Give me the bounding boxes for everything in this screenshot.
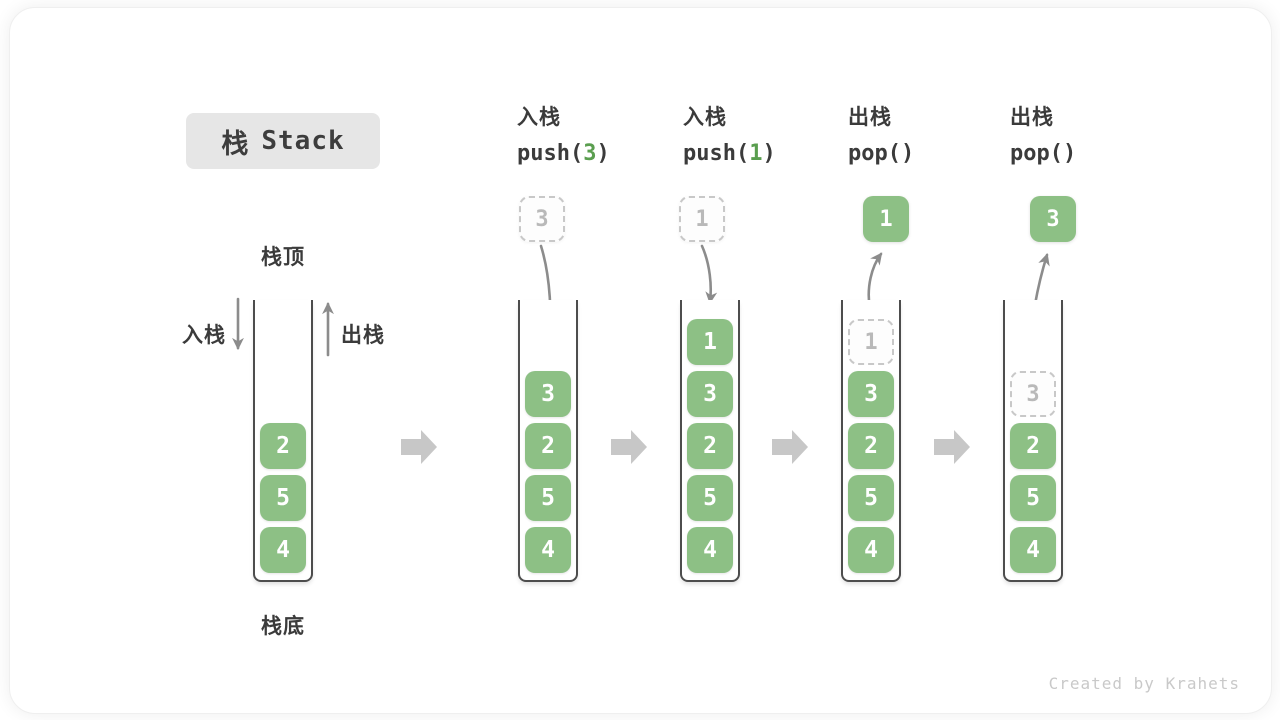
popped-value: 3 <box>1046 206 1060 232</box>
popped-value-box: 1 <box>863 196 909 242</box>
stack-block: 2 <box>848 423 894 469</box>
stage-3-header: 出栈 pop() <box>848 106 914 167</box>
stack-stage-2: 1 3 2 5 4 <box>680 300 740 582</box>
stack-block: 4 <box>525 527 571 573</box>
stage-3-op-label: 出栈 <box>848 106 892 129</box>
stack-block: 4 <box>1010 527 1056 573</box>
stage-2-op-label: 入栈 <box>683 106 727 129</box>
stage-1-code: push(3) <box>517 141 610 167</box>
pop-side-label: 出栈 <box>341 324 385 347</box>
stack-block: 2 <box>687 423 733 469</box>
stack-block: 1 <box>687 319 733 365</box>
stack-block: 5 <box>1010 475 1056 521</box>
code-post: ) <box>596 141 610 166</box>
code-pre: pop( <box>848 141 901 166</box>
stack-bottom-label: 栈底 <box>261 615 305 638</box>
stack-block: 5 <box>687 475 733 521</box>
code-arg: 1 <box>749 141 763 166</box>
stage-4-code: pop() <box>1010 141 1076 167</box>
stage-4-op-label: 出栈 <box>1010 106 1054 129</box>
stack-block: 3 <box>848 371 894 417</box>
title-zh: 栈 <box>221 128 249 159</box>
code-pre: push( <box>517 141 584 166</box>
stage-1-header: 入栈 push(3) <box>517 106 610 167</box>
stack-block: 2 <box>525 423 571 469</box>
code-arg: 3 <box>583 141 597 166</box>
title-en: Stack <box>261 126 345 156</box>
incoming-value: 1 <box>695 206 709 232</box>
code-post: ) <box>1062 141 1077 166</box>
code-post: ) <box>900 141 915 166</box>
incoming-value-box: 3 <box>519 196 565 242</box>
stack-block: 2 <box>1010 423 1056 469</box>
stack-stage-0: 2 5 4 <box>253 300 313 582</box>
stack-top-label: 栈顶 <box>261 246 305 269</box>
title-box: 栈 Stack <box>186 113 380 169</box>
popped-value-box: 3 <box>1030 196 1076 242</box>
incoming-value-box: 1 <box>679 196 725 242</box>
watermark: Created by Krahets <box>1048 674 1240 693</box>
code-pre: pop( <box>1010 141 1063 166</box>
push-side-label: 入栈 <box>182 324 226 347</box>
stage-1-op-label: 入栈 <box>517 106 561 129</box>
stack-block: 3 <box>525 371 571 417</box>
ghost-block: 3 <box>1010 371 1056 417</box>
stack-stage-3: 1 3 2 5 4 <box>841 300 901 582</box>
ghost-block: 1 <box>848 319 894 365</box>
incoming-value: 3 <box>535 206 549 232</box>
popped-value: 1 <box>879 206 893 232</box>
stack-block: 4 <box>848 527 894 573</box>
stack-block: 2 <box>260 423 306 469</box>
stage-3-code: pop() <box>848 141 914 167</box>
code-pre: push( <box>683 141 750 166</box>
stack-block: 4 <box>260 527 306 573</box>
stack-block: 4 <box>687 527 733 573</box>
stage-2-header: 入栈 push(1) <box>683 106 776 167</box>
stack-stage-4: 3 2 5 4 <box>1003 300 1063 582</box>
code-post: ) <box>762 141 776 166</box>
stage-4-header: 出栈 pop() <box>1010 106 1076 167</box>
stack-block: 5 <box>848 475 894 521</box>
stack-block: 5 <box>525 475 571 521</box>
stack-block: 3 <box>687 371 733 417</box>
stack-stage-1: 3 2 5 4 <box>518 300 578 582</box>
stack-block: 5 <box>260 475 306 521</box>
stage-2-code: push(1) <box>683 141 776 167</box>
